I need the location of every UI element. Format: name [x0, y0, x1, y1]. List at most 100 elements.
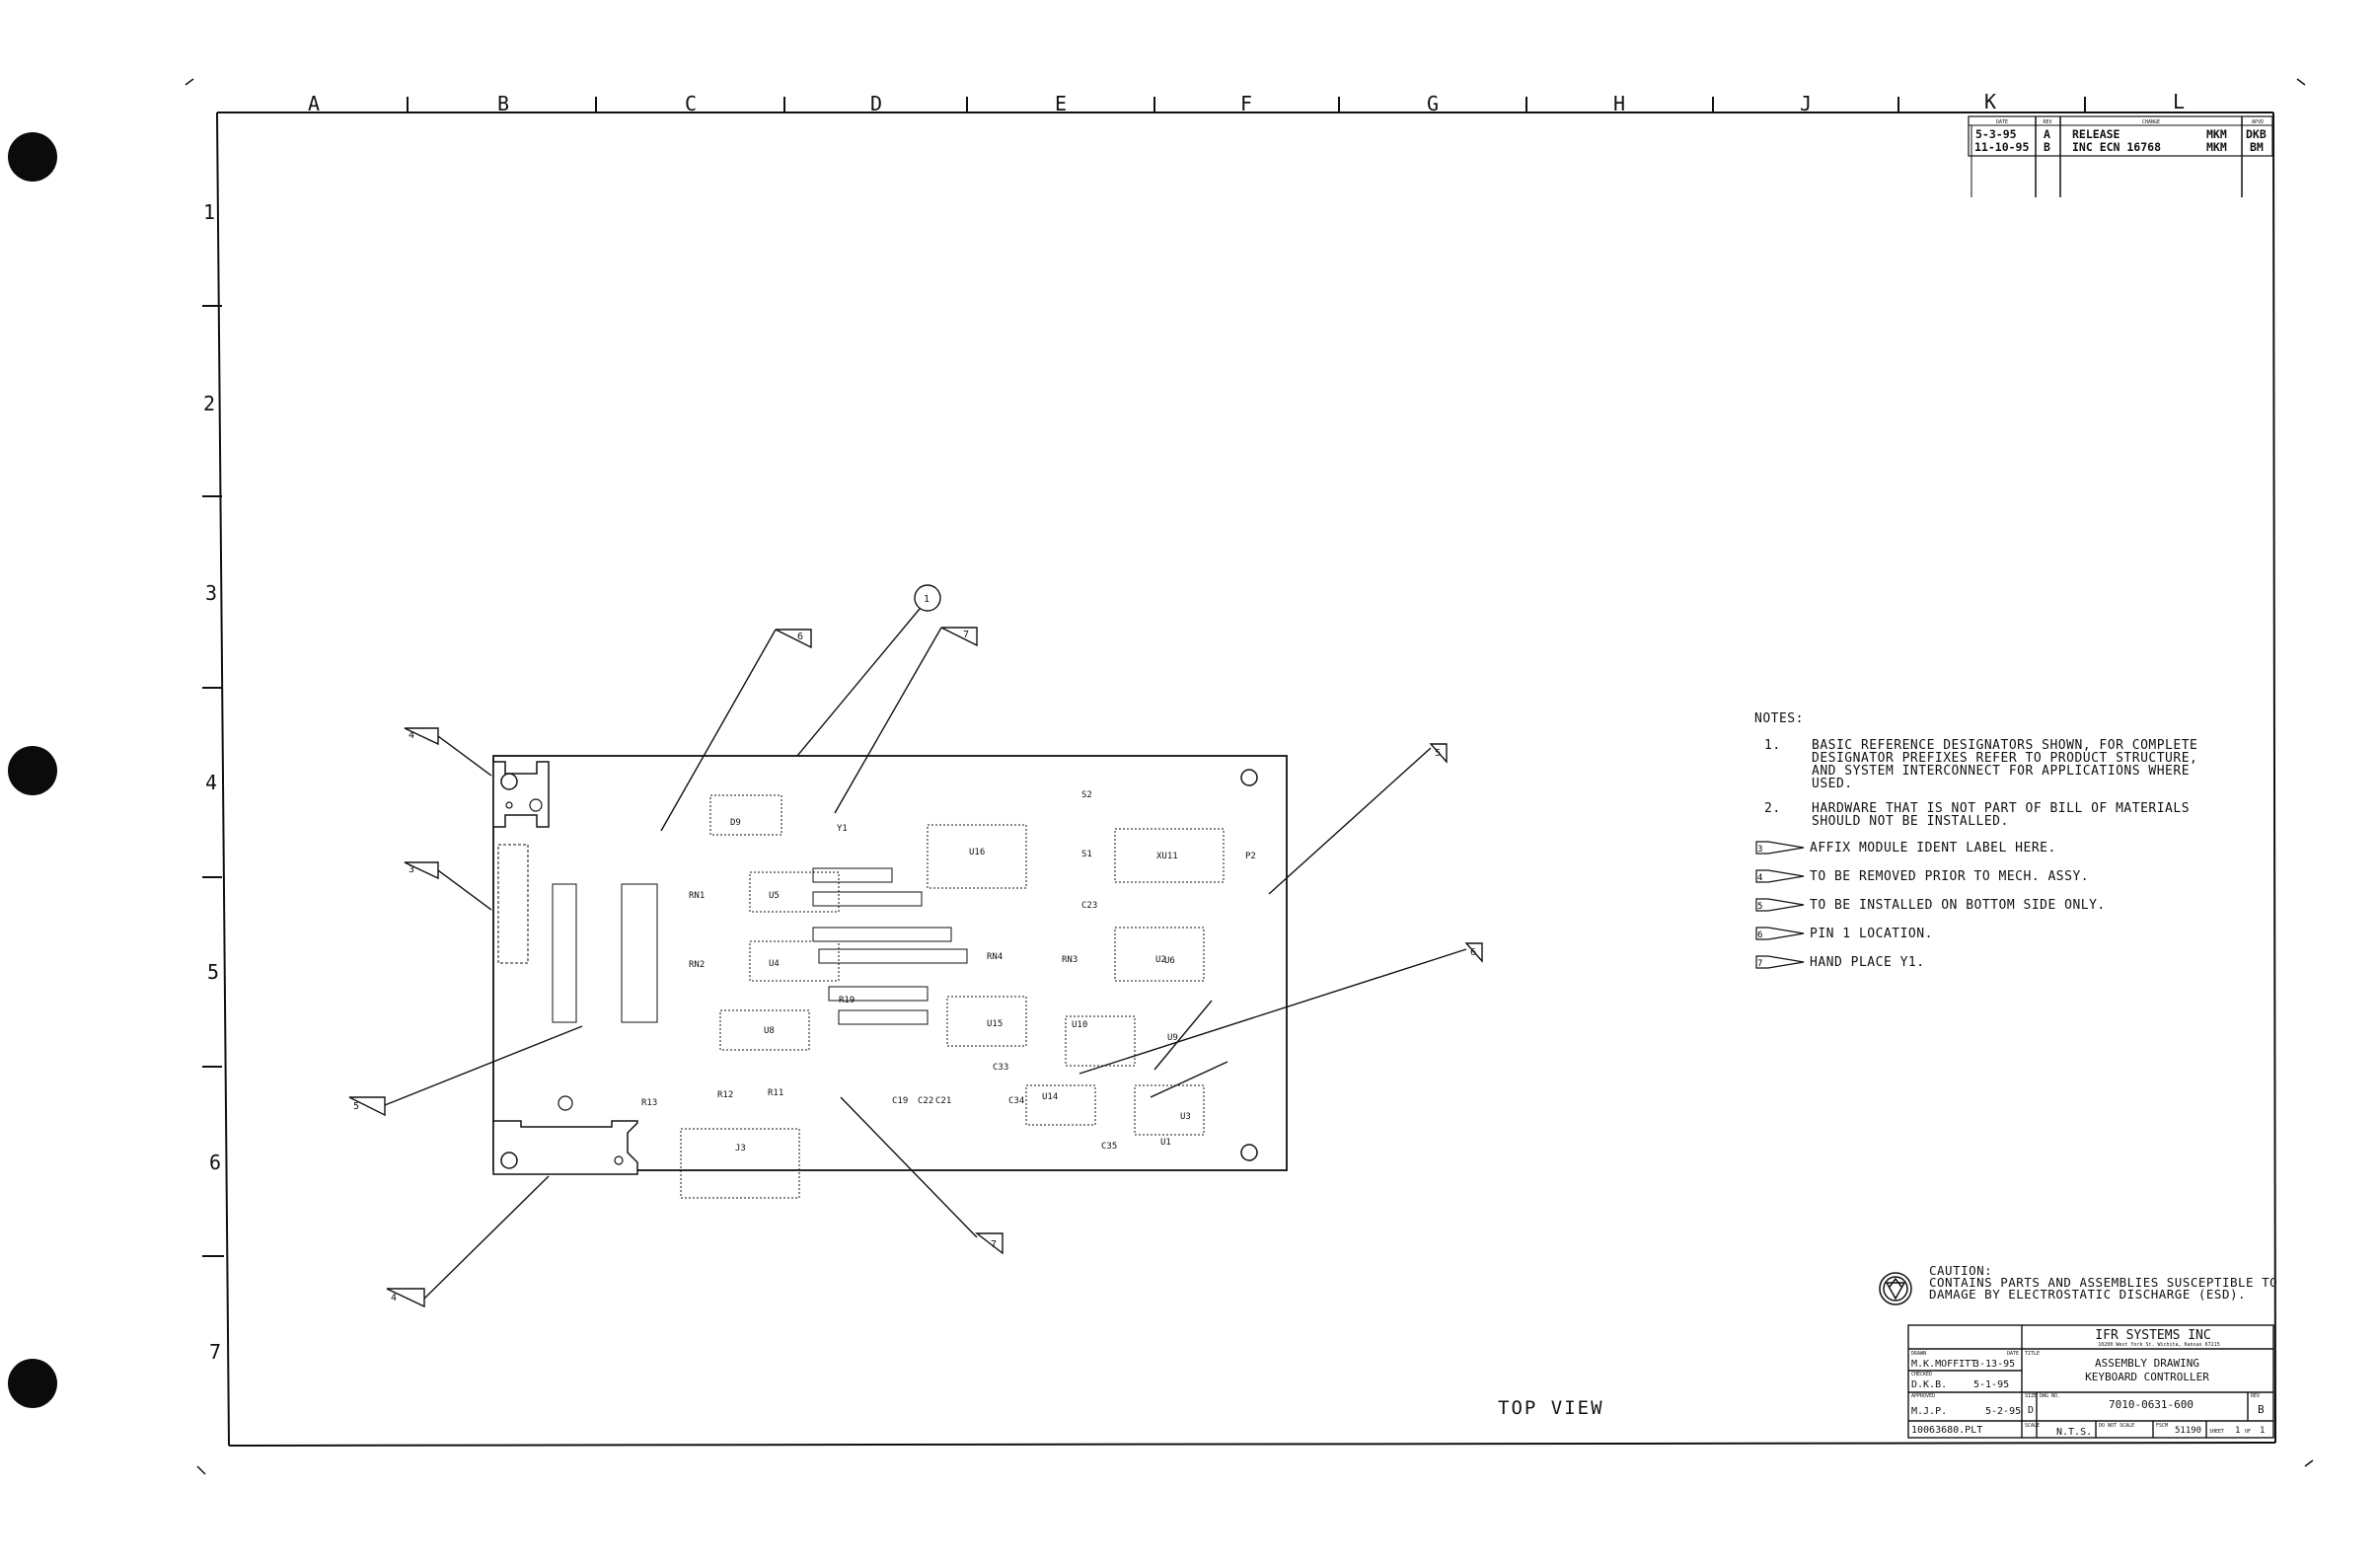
part-label: U16: [969, 848, 985, 857]
flag-label: 5: [1435, 748, 1441, 759]
of-label: OF: [2245, 1429, 2251, 1435]
part-label: Y1: [837, 824, 848, 834]
board-part-labels: U16 XU11 P2 U5 U4 U6 U15 U10 U2 U3 U1 U8…: [641, 790, 1256, 1154]
company-address: 10200 West York St. Wichita, Kansas 6721…: [2098, 1342, 2219, 1348]
rev-b-by: MKM: [2206, 140, 2227, 154]
caution-line-1: CONTAINS PARTS AND ASSEMBLIES SUSCEPTIBL…: [1929, 1275, 2278, 1290]
scale-value: N.T.S.: [2056, 1427, 2092, 1438]
rev-a-date: 5-3-95: [1975, 127, 2017, 141]
rev-header-change: CHANGE: [2142, 119, 2160, 125]
dwg-no-label: DWG NO.: [2040, 1393, 2060, 1399]
company-name: IFR SYSTEMS INC: [2095, 1328, 2210, 1343]
sheet-count: 1: [2260, 1426, 2265, 1436]
note-number: 1.: [1764, 738, 1781, 753]
checked-by: D.K.B.: [1911, 1379, 1947, 1390]
part-label: RN2: [689, 960, 705, 970]
part-label: C19: [892, 1096, 908, 1106]
esd-symbol-icon: [1879, 1272, 1912, 1305]
column-label: C: [685, 92, 697, 115]
flag-note-text: TO BE INSTALLED ON BOTTOM SIDE ONLY.: [1810, 897, 2106, 913]
fscm-value: 51190: [2175, 1426, 2201, 1436]
binder-hole-middle: [8, 746, 57, 795]
rev-a-rev: A: [2044, 127, 2050, 141]
dwg-no: 7010-0631-600: [2109, 1398, 2194, 1411]
rev-b-rev: B: [2044, 140, 2050, 154]
drawn-by: M.K.MOFFITT: [1911, 1359, 1976, 1370]
column-label: K: [1984, 90, 1996, 113]
column-label: E: [1055, 92, 1067, 115]
caution-line-2: DAMAGE BY ELECTROSTATIC DISCHARGE (ESD).: [1929, 1287, 2247, 1302]
do-not-scale: DO NOT SCALE: [2099, 1423, 2134, 1429]
part-label: U6: [1164, 956, 1175, 966]
flag-note-text: PIN 1 LOCATION.: [1810, 926, 1933, 941]
part-label: S2: [1081, 790, 1092, 800]
pcb-board: [492, 755, 1288, 1199]
rev-a-by: MKM: [2206, 127, 2227, 141]
flag-note: 6 PIN 1 LOCATION.: [1754, 926, 2228, 941]
flag-note-icon: 7: [1755, 955, 1805, 969]
notes-section: NOTES: 1. BASIC REFERENCE DESIGNATORS SH…: [1754, 712, 2228, 983]
size-value: D: [2028, 1405, 2034, 1416]
column-labels: A B C D E F G H J K L: [308, 90, 2185, 115]
view-label: TOP VIEW: [1498, 1397, 1604, 1419]
row-label: 1: [203, 200, 215, 224]
flag-number: 4: [1757, 873, 1763, 883]
flag-note-icon: 6: [1755, 927, 1805, 940]
flag-note: 5 TO BE INSTALLED ON BOTTOM SIDE ONLY.: [1754, 897, 2228, 913]
flag-label: 5: [353, 1101, 359, 1112]
drawn-label: DRAWN: [1911, 1351, 1926, 1357]
title-line-1: ASSEMBLY DRAWING: [2095, 1357, 2199, 1370]
flag-note-icon: 3: [1755, 841, 1805, 855]
part-label: S1: [1081, 850, 1092, 859]
checked-label: CHECKED: [1911, 1372, 1932, 1377]
part-label: RN3: [1062, 955, 1078, 965]
flag-label: 3: [409, 864, 414, 875]
flag-note: 3 AFFIX MODULE IDENT LABEL HERE.: [1754, 840, 2228, 856]
part-label: D9: [730, 818, 741, 828]
approved-label: APPROVED: [1911, 1393, 1935, 1399]
part-label: RN4: [987, 952, 1003, 962]
column-label: F: [1240, 92, 1252, 115]
flag-label: 6: [797, 632, 803, 642]
file-name: 10063680.PLT: [1911, 1425, 1982, 1436]
part-label: R19: [839, 996, 855, 1005]
flag-label: 7: [963, 630, 969, 640]
row-label: 7: [209, 1340, 221, 1364]
rev-b-apvd: BM: [2250, 140, 2264, 154]
title-label: TITLE: [2025, 1351, 2040, 1357]
part-label: C21: [935, 1096, 951, 1106]
approved-date: 5-2-95: [1985, 1406, 2021, 1417]
flag-label: 7: [991, 1239, 997, 1250]
date-label: DATE: [2007, 1351, 2019, 1357]
part-label: U9: [1167, 1033, 1178, 1043]
flag-number: 6: [1757, 930, 1763, 940]
fscm-label: FSCM: [2156, 1423, 2168, 1429]
notes-heading: NOTES:: [1754, 711, 1804, 726]
row-label: 4: [205, 771, 217, 794]
rev-a-change: RELEASE: [2072, 127, 2120, 141]
drawn-date: 3-13-95: [1973, 1359, 2015, 1370]
note-item: 1. BASIC REFERENCE DESIGNATORS SHOWN, FO…: [1754, 739, 2228, 790]
part-label: C23: [1081, 901, 1097, 911]
part-label: P2: [1245, 852, 1256, 861]
flag-note: 7 HAND PLACE Y1.: [1754, 954, 2228, 970]
flag-note-icon: 4: [1755, 869, 1805, 883]
binder-hole-top: [8, 132, 57, 182]
note-text: BASIC REFERENCE DESIGNATORS SHOWN, FOR C…: [1812, 738, 2198, 791]
column-label: D: [870, 92, 882, 115]
flag-number: 7: [1757, 959, 1763, 969]
row-labels: 1 2 3 4 5 6 7: [203, 200, 221, 1364]
column-label: B: [497, 92, 509, 115]
rev-label: REV: [2251, 1393, 2260, 1399]
note-text: HARDWARE THAT IS NOT PART OF BILL OF MAT…: [1812, 801, 2191, 829]
balloon-label: 1: [924, 594, 930, 605]
part-label: C22: [918, 1096, 933, 1106]
column-label: J: [1800, 92, 1812, 115]
flag-note-text: HAND PLACE Y1.: [1810, 954, 1925, 970]
part-label: U5: [769, 891, 780, 901]
part-label: J3: [735, 1144, 746, 1154]
size-label: SIZE: [2025, 1393, 2037, 1399]
part-label: C35: [1101, 1142, 1117, 1152]
rev-value: B: [2258, 1403, 2265, 1416]
